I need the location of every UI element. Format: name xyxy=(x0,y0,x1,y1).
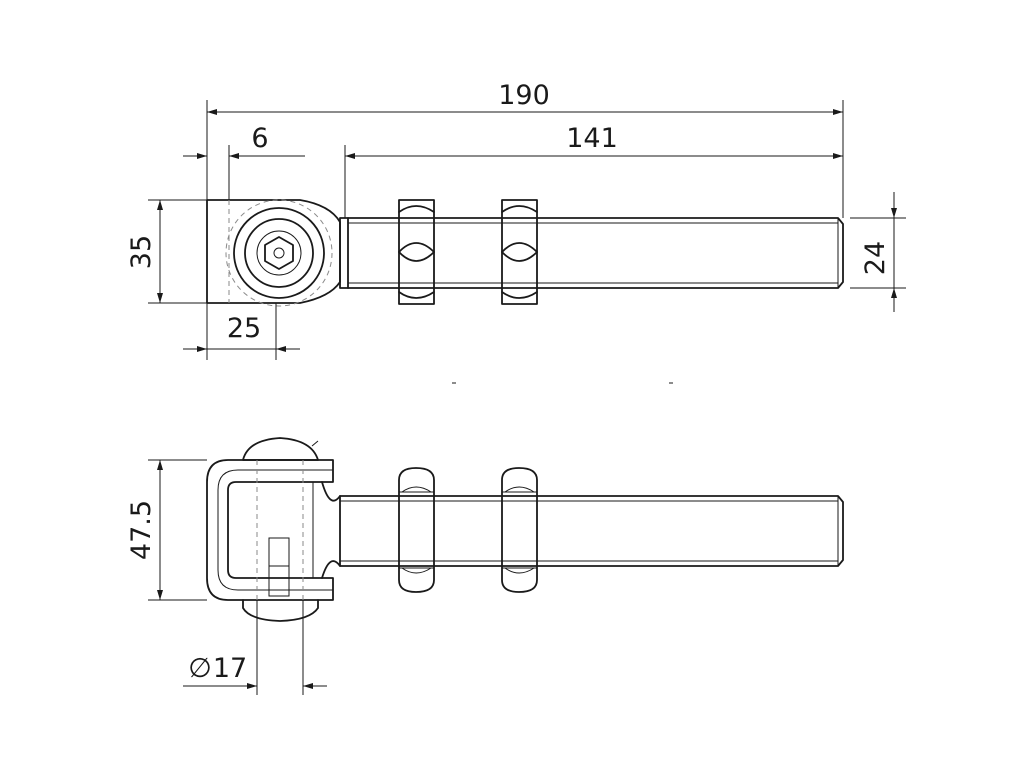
svg-text:47.5: 47.5 xyxy=(126,500,157,560)
threaded-shank xyxy=(347,217,844,289)
svg-text:25: 25 xyxy=(227,313,261,344)
hex-nut xyxy=(398,199,435,305)
svg-text:190: 190 xyxy=(498,80,550,111)
eye-outer-circle xyxy=(233,207,325,299)
dimension-6: 6 xyxy=(183,123,305,200)
side-view xyxy=(206,437,844,622)
diameter-symbol-icon: ∅ xyxy=(188,653,212,684)
dimension-141: 141 xyxy=(344,123,843,218)
threaded-shank-side xyxy=(339,495,844,567)
hex-nut xyxy=(501,199,538,305)
eye-block xyxy=(206,199,341,304)
dimension-25: 25 xyxy=(183,303,300,360)
hex-socket-icon xyxy=(264,236,294,270)
svg-text:17: 17 xyxy=(213,653,247,684)
hex-nut-side xyxy=(501,467,538,593)
dimension-47-5: 47.5 xyxy=(126,459,207,601)
svg-text:141: 141 xyxy=(566,123,618,154)
u-bracket xyxy=(206,459,334,601)
top-view xyxy=(206,199,844,307)
svg-text:35: 35 xyxy=(126,235,157,269)
svg-text:24: 24 xyxy=(860,241,891,275)
hex-nut-side xyxy=(398,467,435,593)
eye-inner-circle xyxy=(244,218,314,288)
dimension-190: 190 xyxy=(206,80,844,218)
dimension-24: 24 xyxy=(850,192,906,312)
svg-text:6: 6 xyxy=(251,123,268,154)
pin-head-bottom xyxy=(242,599,319,622)
dimension-diameter-17: ∅ 17 xyxy=(183,600,327,695)
pin-head-top xyxy=(242,437,319,461)
set-screw xyxy=(268,537,290,597)
dimension-35: 35 xyxy=(126,199,207,304)
